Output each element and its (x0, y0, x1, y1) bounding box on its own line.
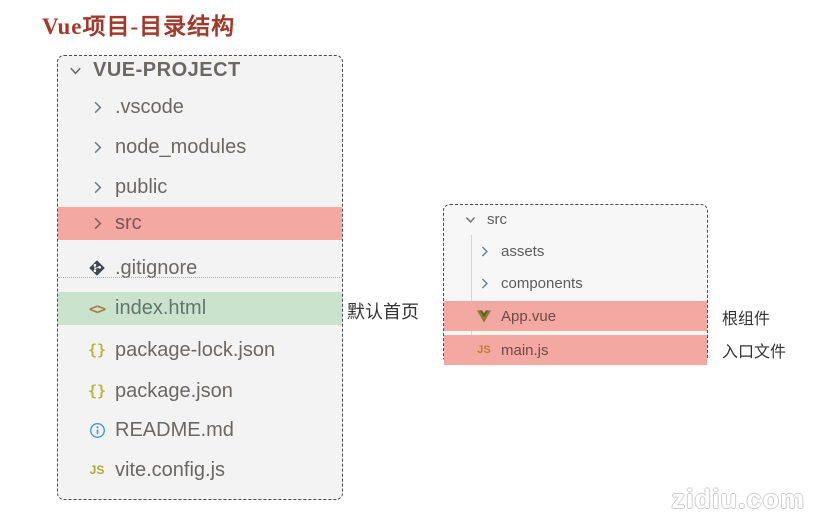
chevron-right-icon (474, 277, 494, 290)
tree-item-public[interactable]: public (58, 173, 342, 201)
json-brace-icon: {} (87, 341, 107, 359)
tree-item-label: VUE-PROJECT (93, 58, 241, 81)
tree-item-index-html[interactable]: <> index.html (58, 292, 342, 325)
chevron-down-icon (62, 63, 88, 78)
tree-item-label: src (115, 212, 142, 234)
tree-item-label: components (501, 274, 583, 292)
js-icon: JS (477, 344, 491, 356)
tree-item-label: .gitignore (115, 256, 198, 279)
watermark: zidiu.com (671, 484, 805, 514)
tree-item-label: src (487, 210, 507, 228)
annotation-index-html: 默认首页 (347, 302, 419, 322)
chevron-right-icon (84, 216, 110, 231)
tree-item-vite-config-js[interactable]: JS vite.config.js (58, 456, 342, 484)
chevron-right-icon (84, 180, 110, 195)
tree-item-label: App.vue (501, 307, 557, 325)
html-angle-icon: <> (88, 299, 106, 318)
explorer-panel-src: src assets components App.vue JS main.js (443, 204, 708, 365)
vue-icon (474, 309, 494, 323)
chevron-right-icon (474, 245, 494, 258)
git-icon (84, 259, 110, 277)
tree-item-package-lock-json[interactable]: {} package-lock.json (58, 336, 342, 364)
tree-item-readme-md[interactable]: README.md (58, 416, 342, 444)
tree-item-label: index.html (115, 297, 207, 319)
indent-guide (471, 235, 472, 363)
json-brace-icon: {} (87, 382, 107, 400)
tree-item-label: vite.config.js (115, 458, 226, 481)
tree-item-vscode[interactable]: .vscode (58, 93, 342, 121)
tree-item-label: main.js (501, 341, 549, 359)
tree-item-app-vue[interactable]: App.vue (444, 301, 707, 331)
tree-item-label: README.md (115, 418, 234, 441)
chevron-right-icon (84, 100, 110, 115)
tree-item-label: node_modules (115, 135, 247, 158)
tree-item-main-js[interactable]: JS main.js (444, 335, 707, 365)
tree-item-node-modules[interactable]: node_modules (58, 133, 342, 161)
tree-item-src[interactable]: src (58, 207, 342, 240)
tree-item-package-json[interactable]: {} package.json (58, 377, 342, 405)
tree-item-src-expanded[interactable]: src (444, 205, 707, 233)
page-title: Vue项目-目录结构 (42, 14, 236, 39)
js-icon: JS (89, 463, 105, 477)
tree-item-label: assets (501, 242, 545, 260)
info-icon (84, 422, 110, 439)
tree-item-label: package-lock.json (115, 338, 276, 361)
tree-item-label: public (115, 175, 168, 198)
annotation-app-vue: 根组件 (722, 311, 771, 328)
tree-item-vue-project[interactable]: VUE-PROJECT (58, 56, 342, 84)
annotation-main-js: 入口文件 (722, 344, 787, 361)
chevron-down-icon (460, 213, 480, 226)
chevron-right-icon (84, 140, 110, 155)
explorer-panel-project: VUE-PROJECT .vscode node_modules public … (57, 55, 343, 500)
tree-item-label: .vscode (115, 95, 184, 118)
dotted-separator (58, 277, 342, 278)
tree-item-label: package.json (115, 379, 233, 402)
tree-item-gitignore[interactable]: .gitignore (58, 254, 342, 282)
tree-item-assets[interactable]: assets (444, 237, 707, 265)
tree-item-components[interactable]: components (444, 269, 707, 297)
